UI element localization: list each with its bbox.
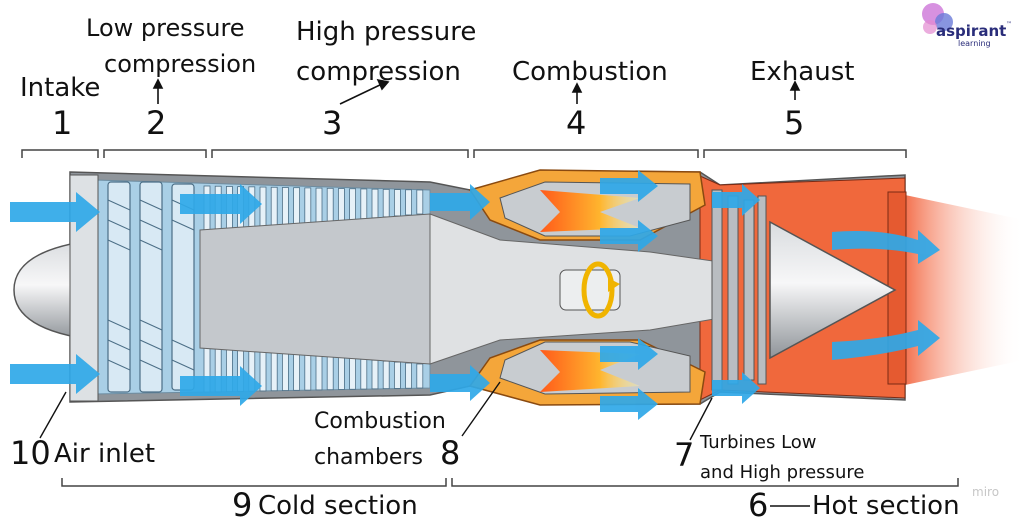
logo-brand-text: aspirant	[936, 22, 1006, 40]
combustion-chambers-line1: Combustion	[314, 409, 446, 434]
low-pressure-label-line1: Low pressure	[86, 14, 245, 42]
section-number-2: 2	[146, 104, 166, 142]
hp-blade-lower	[360, 358, 368, 390]
hp-blade-lower	[315, 355, 323, 391]
low-pressure-blades	[107, 181, 195, 393]
low-pressure-label-line2: compression	[104, 50, 256, 78]
hp-blade-lower	[259, 350, 267, 392]
callout-number-8: 8	[440, 434, 460, 472]
logo-tm: ™	[1006, 21, 1012, 28]
hp-blade-lower	[405, 362, 413, 389]
rotation-arrow-icon	[581, 261, 620, 319]
hp-blade-upper	[416, 189, 424, 215]
turbines-label-line2: and High pressure	[700, 462, 864, 483]
hp-blade-lower	[393, 361, 401, 389]
section-brackets	[21, 149, 907, 158]
airflow-arrows	[10, 170, 940, 420]
compressor-drum	[199, 213, 431, 365]
hp-blade-lower	[416, 363, 424, 389]
air-inlet-label: Air inlet	[54, 439, 155, 469]
hp-blade-lower	[382, 360, 390, 390]
intake-label: Intake	[20, 73, 100, 103]
callout-number-10: 10	[10, 434, 51, 472]
combustion-label: Combustion	[512, 57, 668, 87]
logo-sub-text: learning	[958, 39, 991, 48]
hp-blade-lower	[349, 357, 357, 390]
section-number-1: 1	[52, 104, 72, 142]
callout-number-9: 9	[232, 486, 252, 518]
hp-blade-upper	[405, 189, 413, 216]
hp-blade-upper	[382, 188, 390, 218]
hp-blade-upper	[281, 187, 289, 226]
high-pressure-label-line1: High pressure	[296, 17, 476, 47]
callout-lines	[39, 381, 810, 507]
hp-blade-upper	[337, 188, 345, 222]
hp-blade-upper	[360, 188, 368, 220]
hp-blade-upper	[304, 187, 312, 224]
tail-cone	[769, 220, 897, 360]
hp-blade-lower	[281, 352, 289, 391]
hp-blade-lower	[326, 356, 334, 391]
turbines-label-line1: Turbines Low	[699, 432, 817, 453]
aspirant-logo: aspirant learning ™	[922, 3, 1012, 48]
high-pressure-label-line2: compression	[296, 57, 461, 87]
hp-blade-lower	[270, 351, 278, 392]
hp-blade-lower	[293, 353, 301, 391]
exhaust-plume	[905, 195, 1024, 385]
hot-section-label: Hot section	[812, 491, 960, 518]
callout-number-7: 7	[674, 436, 694, 474]
hp-blade-upper	[371, 188, 379, 219]
hp-blade-lower	[304, 354, 312, 391]
cold-section-label: Cold section	[258, 491, 418, 518]
combustion-chambers-line2: chambers	[314, 445, 423, 470]
section-number-5: 5	[784, 104, 804, 142]
hp-blade-upper	[293, 187, 301, 225]
section-number-3: 3	[322, 104, 342, 142]
hp-blade-upper	[315, 187, 323, 223]
hp-blade-lower	[337, 356, 345, 390]
section-number-4: 4	[566, 104, 586, 142]
pointer-arrows	[152, 78, 801, 105]
hp-blade-upper	[326, 187, 334, 222]
bottom-brackets	[61, 478, 959, 487]
hp-blade-lower	[371, 359, 379, 390]
hp-blade-upper	[349, 188, 357, 221]
flame-top	[540, 190, 640, 232]
hp-blade-upper	[393, 189, 401, 217]
hp-blade-upper	[259, 186, 267, 228]
hp-blade-upper	[270, 186, 278, 227]
miro-watermark: miro	[972, 485, 999, 499]
exhaust-label: Exhaust	[750, 57, 854, 87]
callout-number-6: 6	[748, 486, 768, 518]
